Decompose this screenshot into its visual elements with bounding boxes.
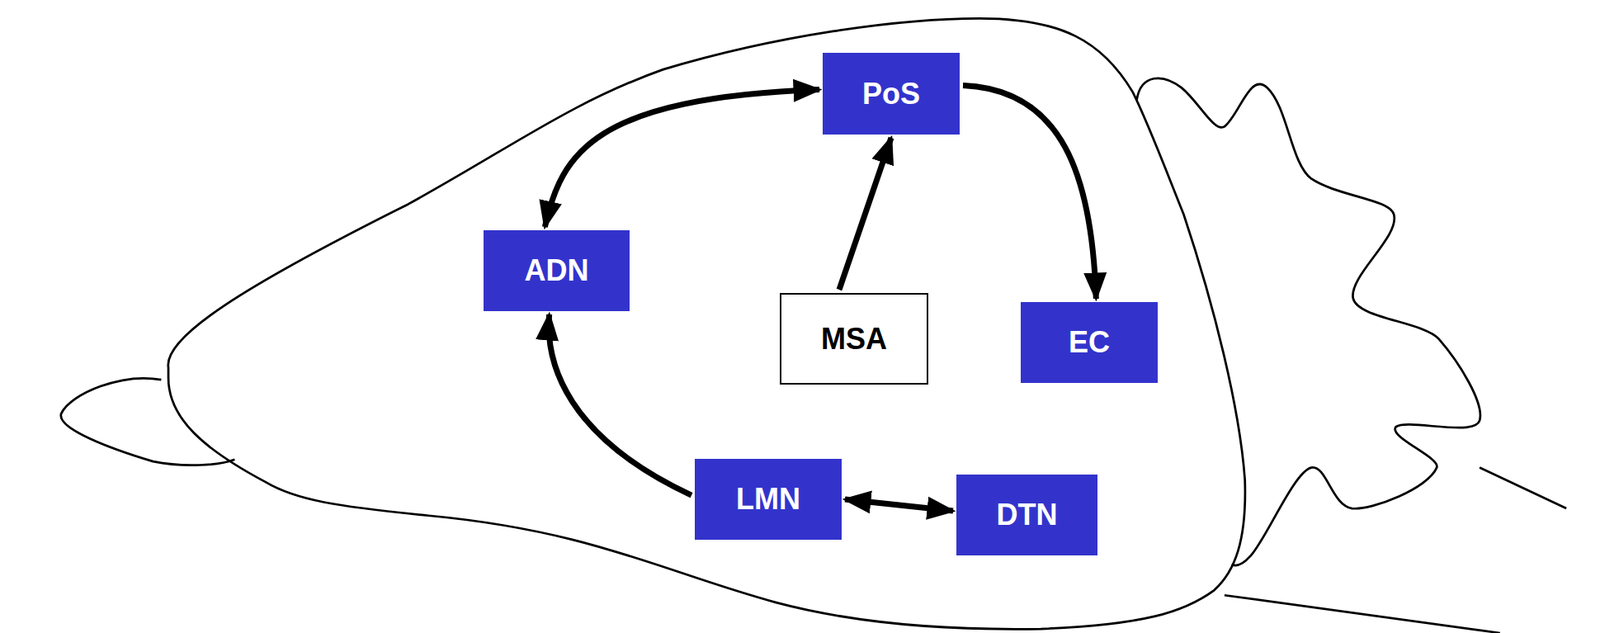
region-label: LMN <box>736 481 801 517</box>
spinal-cord <box>1224 467 1567 633</box>
region-label: EC <box>1068 325 1110 360</box>
brain-drawing <box>61 18 1567 633</box>
projection-arrow <box>544 89 820 227</box>
region-box: PoS <box>822 52 960 135</box>
region-label: DTN <box>996 497 1058 533</box>
cerebrum <box>168 18 1246 629</box>
projection-arrow <box>962 85 1096 299</box>
region-label: ADN <box>524 253 590 288</box>
region-label: PoS <box>862 76 921 112</box>
projection-arrow <box>548 314 692 496</box>
region-box: ADN <box>483 230 630 312</box>
projection-arrow <box>844 499 954 511</box>
region-box: LMN <box>694 458 842 540</box>
region-box: EC <box>1020 302 1158 383</box>
projection-arrow <box>839 137 892 290</box>
region-box: DTN <box>956 474 1098 556</box>
region-box-outline: MSA <box>779 292 929 385</box>
olfactory-bulb <box>61 377 236 465</box>
cerebellum <box>1137 78 1481 566</box>
region-label: MSA <box>821 321 888 357</box>
